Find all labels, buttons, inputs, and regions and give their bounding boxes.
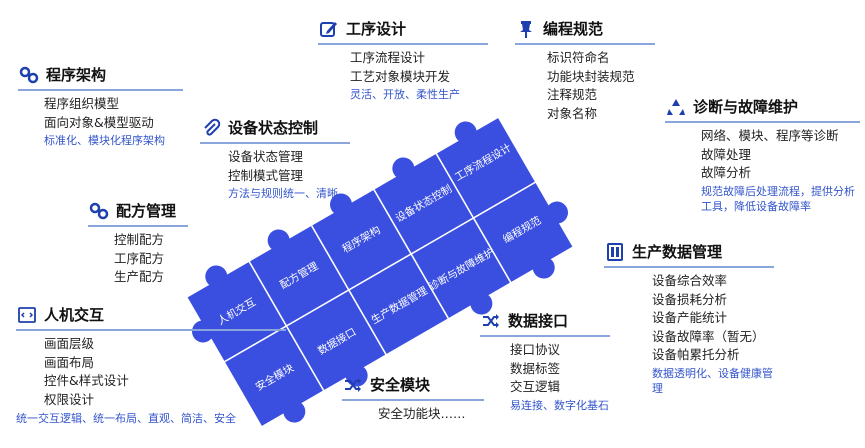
code-window-icon: [16, 305, 38, 325]
list-item: 控制配方: [114, 232, 165, 247]
shuffle-icon: [480, 311, 502, 331]
section-header: 编程规范: [515, 18, 655, 45]
section-safety-module: 安全模块 安全功能块……: [342, 374, 484, 424]
section-note: 标准化、模块化程序架构: [44, 134, 165, 147]
section-note: 易连接、数字化基石: [510, 398, 609, 412]
section-title: 设备状态控制: [228, 119, 319, 137]
list-item: 对象名称: [547, 105, 598, 121]
list-item: 网络、模块、程序等诊断: [701, 128, 839, 143]
recycle-icon: [665, 97, 687, 117]
pushpin-icon: [515, 19, 537, 39]
section-title: 配方管理: [116, 202, 177, 220]
list-item: 权限设计: [44, 391, 95, 407]
list-item: 工序流程设计: [350, 50, 426, 65]
list-item: 生产配方: [114, 269, 165, 284]
paperclip-icon: [200, 118, 222, 138]
list-item: 故障处理: [701, 146, 752, 162]
section-data-interface: 数据接口 接口协议 数据标签 交互逻辑 易连接、数字化基石: [480, 310, 610, 413]
list-item: 设备产能统计: [652, 310, 728, 325]
list-item: 交互逻辑: [510, 379, 561, 394]
section-header: 工序设计: [318, 18, 488, 45]
section-title: 安全模块: [370, 376, 431, 394]
section-diagnosis-maintenance: 诊断与故障维护 网络、模块、程序等诊断 故障处理 故障分析 规范故障后处理流程，…: [665, 96, 860, 214]
list-item: 设备状态管理: [228, 149, 304, 164]
list-item: 注释规范: [547, 87, 598, 102]
section-note: 统一交互逻辑、统一布局、直观、简洁、安全: [16, 412, 236, 425]
section-note: 灵活、开放、柔性生产: [350, 88, 460, 101]
list-item: 程序组织模型: [44, 96, 120, 111]
list-item: 设备故障率（暂无）: [652, 328, 765, 344]
section-title: 编程规范: [543, 20, 604, 38]
list-item: 工序配方: [114, 250, 165, 266]
section-title: 工序设计: [346, 20, 407, 38]
section-note: 规范故障后处理流程，提供分析工具，降低设备故障率: [701, 184, 855, 213]
list-item: 控件&样式设计: [44, 373, 129, 388]
list-item: 设备帕累托分析: [652, 347, 740, 362]
section-program-architecture: 程序架构 程序组织模型 面向对象&模型驱动 标准化、模块化程序架构: [18, 64, 183, 148]
shuffle-icon: [342, 375, 364, 395]
section-coding-standard: 编程规范 标识符命名 功能块封装规范 注释规范 对象名称: [515, 18, 655, 123]
section-title: 数据接口: [508, 312, 569, 330]
section-equipment-status: 设备状态控制 设备状态管理 控制模式管理 方法与规则统一、清晰: [200, 117, 350, 201]
link-icon: [18, 65, 40, 85]
section-header: 程序架构: [18, 64, 183, 91]
section-note: 数据透明化、设备健康管理: [652, 366, 773, 395]
section-header: 设备状态控制: [200, 117, 350, 144]
section-title: 人机交互: [44, 306, 105, 324]
list-item: 功能块封装规范: [547, 68, 635, 84]
list-item: 画面层级: [44, 336, 95, 351]
list-item: 数据标签: [510, 360, 561, 376]
link-icon: [88, 201, 110, 221]
pencil-square-icon: [318, 19, 340, 39]
section-header: 安全模块: [342, 374, 484, 401]
section-title: 程序架构: [46, 66, 107, 84]
section-title: 生产数据管理: [632, 243, 723, 261]
section-header: 人机交互: [16, 304, 286, 331]
list-item: 故障分析: [701, 165, 752, 180]
section-note: 方法与规则统一、清晰: [228, 187, 338, 200]
list-item: 面向对象&模型驱动: [44, 114, 154, 130]
list-item: 工艺对象模块开发: [350, 68, 451, 84]
section-production-data: 生产数据管理 设备综合效率 设备损耗分析 设备产能统计 设备故障率（暂无） 设备…: [604, 241, 774, 396]
section-header: 诊断与故障维护: [665, 96, 860, 123]
list-item: 标识符命名: [547, 50, 610, 65]
list-item: 设备损耗分析: [652, 291, 728, 307]
section-process-design: 工序设计 工序流程设计 工艺对象模块开发 灵活、开放、柔性生产: [318, 18, 488, 102]
puzzle-tabs: [192, 121, 568, 423]
document-icon: [604, 242, 626, 262]
list-item: 安全功能块……: [378, 406, 466, 421]
section-header: 数据接口: [480, 310, 610, 337]
section-header: 生产数据管理: [604, 241, 774, 268]
section-recipe-management: 配方管理 控制配方 工序配方 生产配方: [88, 200, 188, 287]
list-item: 接口协议: [510, 342, 561, 357]
section-hmi: 人机交互 画面层级 画面布局 控件&样式设计 权限设计 统一交互逻辑、统一布局、…: [16, 304, 286, 426]
section-header: 配方管理: [88, 200, 188, 227]
list-item: 画面布局: [44, 354, 95, 370]
list-item: 控制模式管理: [228, 167, 304, 183]
section-title: 诊断与故障维护: [693, 98, 799, 116]
list-item: 设备综合效率: [652, 273, 728, 288]
